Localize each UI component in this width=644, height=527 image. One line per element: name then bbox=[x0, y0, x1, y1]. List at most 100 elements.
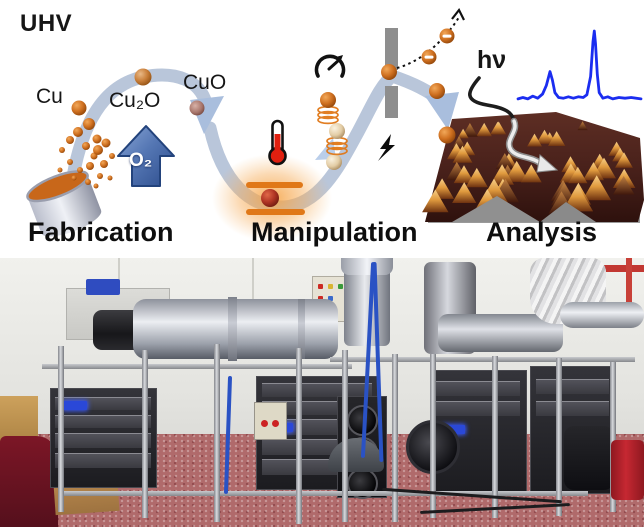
stage-label-analysis: Analysis bbox=[486, 217, 598, 247]
blue-bin bbox=[86, 279, 120, 295]
afm-cone bbox=[465, 167, 488, 188]
panel-light bbox=[318, 284, 323, 289]
gauge-icon bbox=[314, 54, 346, 78]
stage-label-manipulation: Manipulation bbox=[251, 217, 418, 247]
spray-particle bbox=[67, 159, 73, 165]
rising-particles bbox=[317, 92, 348, 170]
afm-cone bbox=[612, 175, 635, 195]
slit-icon bbox=[385, 28, 398, 118]
frame-post bbox=[214, 344, 220, 522]
spray-particle bbox=[101, 138, 111, 148]
schematic-panel: UHV Cu Cu₂O CuO O₂ hν Fabrication Manipu… bbox=[0, 0, 644, 258]
frame-post bbox=[342, 350, 348, 522]
spray-particle bbox=[86, 162, 94, 170]
afm-cone bbox=[582, 175, 612, 201]
afm-cone bbox=[491, 121, 507, 135]
afm-cone bbox=[452, 145, 473, 163]
trapped-particle bbox=[261, 189, 279, 207]
lightning-icon bbox=[378, 134, 395, 161]
cu-label: Cu bbox=[36, 85, 63, 108]
frame-rail bbox=[330, 357, 635, 362]
minus-sign-icon bbox=[442, 34, 452, 38]
spray-particle bbox=[71, 175, 77, 181]
frame-post bbox=[296, 348, 302, 524]
frame-post bbox=[430, 354, 436, 518]
afm-cone bbox=[527, 133, 542, 147]
red-chair bbox=[0, 436, 58, 527]
frame-rail bbox=[42, 364, 352, 369]
afm-topography bbox=[422, 112, 644, 223]
spray-particle bbox=[107, 175, 113, 181]
deposited-particle bbox=[438, 126, 456, 144]
schematic-graphics bbox=[26, 7, 644, 242]
afm-cone bbox=[536, 129, 553, 144]
wall-seam bbox=[252, 258, 254, 316]
spray-particle bbox=[93, 145, 103, 155]
frame-post bbox=[492, 356, 498, 518]
o2-up-arrow bbox=[117, 125, 175, 187]
spray-particle bbox=[57, 167, 63, 173]
afm-cone bbox=[453, 165, 475, 184]
panel-light bbox=[328, 284, 333, 289]
frame-post bbox=[392, 354, 398, 522]
afm-cone bbox=[504, 160, 529, 182]
cu2o-particle bbox=[134, 68, 152, 86]
minus-sign-icon bbox=[424, 55, 434, 59]
spray-particle bbox=[109, 153, 115, 159]
o2-label: O₂ bbox=[129, 150, 153, 171]
electronics-rack bbox=[430, 370, 527, 494]
uhv-label: UHV bbox=[20, 10, 73, 37]
afm-cone bbox=[490, 164, 514, 185]
afm-cone bbox=[452, 182, 477, 203]
cuo-label: CuO bbox=[183, 71, 227, 94]
stage-label-fabrication: Fabrication bbox=[28, 217, 174, 247]
trap-bar-bottom bbox=[246, 209, 305, 215]
panel-light bbox=[318, 296, 323, 301]
afm-cone bbox=[548, 131, 566, 146]
cu2o-label: Cu₂O bbox=[109, 89, 161, 112]
frame-post bbox=[142, 350, 148, 518]
frame-post bbox=[58, 346, 64, 512]
descending-particle bbox=[429, 83, 445, 99]
cuo-particle bbox=[189, 100, 205, 116]
trap-bar-top bbox=[246, 182, 303, 188]
arc-arrowhead-down-icon bbox=[425, 92, 459, 130]
frame-post bbox=[610, 362, 616, 512]
red-stool bbox=[611, 440, 644, 500]
spray-particle bbox=[97, 173, 103, 179]
pump-unit bbox=[564, 426, 614, 490]
scatter-arrow bbox=[505, 117, 559, 173]
thermometer-icon bbox=[268, 119, 287, 166]
wall-red-stripe bbox=[578, 265, 644, 272]
cu-particles bbox=[71, 100, 102, 144]
chamber-cap bbox=[341, 258, 393, 275]
charged-particles bbox=[421, 28, 455, 65]
photon-pointer bbox=[468, 76, 516, 123]
spray-particle bbox=[100, 160, 108, 168]
afm-cone bbox=[582, 162, 604, 181]
optical-trap bbox=[212, 154, 332, 242]
particle-spray bbox=[57, 127, 115, 189]
slit-particle bbox=[381, 64, 397, 80]
spray-particle bbox=[66, 136, 74, 144]
spectrum-plot bbox=[516, 29, 643, 101]
afm-cone bbox=[520, 164, 542, 183]
spray-particle bbox=[82, 142, 90, 150]
flange-ring bbox=[228, 297, 237, 361]
frame-rail bbox=[58, 491, 588, 496]
frame-post bbox=[556, 358, 562, 516]
button-red bbox=[261, 420, 268, 427]
button-red bbox=[272, 420, 279, 427]
lab-photo bbox=[0, 258, 644, 527]
afm-cone bbox=[422, 189, 449, 213]
spray-particle bbox=[93, 183, 99, 189]
spray-particle bbox=[59, 147, 65, 153]
spray-particle bbox=[73, 127, 83, 137]
wall-red-post bbox=[626, 258, 632, 322]
afm-cone bbox=[476, 122, 492, 137]
spray-particle bbox=[77, 167, 83, 173]
panel-light bbox=[338, 284, 343, 289]
afm-cone bbox=[577, 121, 588, 131]
flange-ring bbox=[298, 299, 305, 359]
